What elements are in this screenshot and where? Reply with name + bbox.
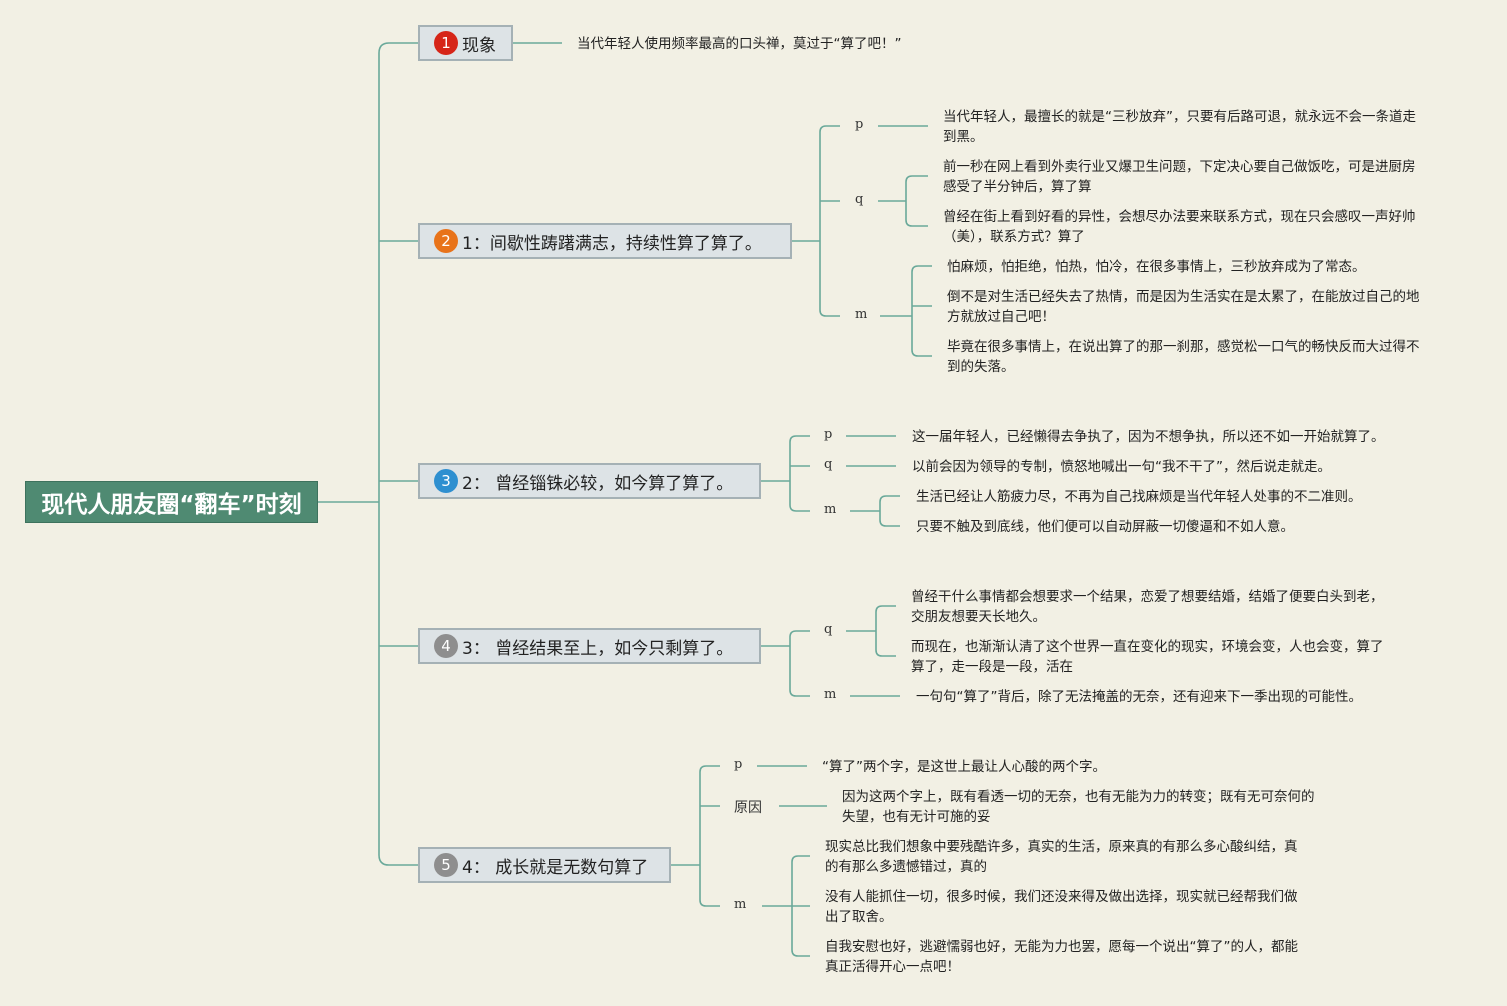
number-1-icon: 1	[434, 31, 458, 55]
label-m[interactable]: m	[855, 307, 868, 322]
leaf-text[interactable]: 毕竟在很多事情上，在说出算了的那一刹那，感觉松一口气的畅快反而大过得不到的失落。	[947, 339, 1420, 375]
topic-label: 现象	[462, 35, 496, 56]
label-m[interactable]: m	[824, 687, 837, 702]
leaf-text[interactable]: 没有人能抓住一切，很多时候，我们还没来得及做出选择，现实就已经帮我们做出了取舍。	[825, 889, 1298, 925]
leaf-text[interactable]: 曾经在街上看到好看的异性，会想尽办法要来联系方式，现在只会感叹一声好帅（美），联…	[943, 209, 1416, 245]
leaf-text[interactable]: 因为这两个字上，既有看透一切的无奈，也有无能为力的转变；既有无可奈何的失望，也有…	[842, 789, 1315, 825]
leaf-text[interactable]: 当代年轻人使用频率最高的口头禅，莫过于“算了吧！”	[577, 36, 902, 52]
topic-label: 4： 成长就是无数句算了	[462, 857, 649, 878]
leaf-text[interactable]: 前一秒在网上看到外卖行业又爆卫生问题，下定决心要自己做饭吃，可是进厨房感受了半分…	[943, 159, 1416, 195]
topic-label: 1：间歇性踌躇满志，持续性算了算了。	[462, 233, 762, 254]
number-5-icon: 5	[434, 853, 458, 877]
number-3-icon: 3	[434, 469, 458, 493]
leaf-text[interactable]: 自我安慰也好，逃避懦弱也好，无能为力也罢，愿每一个说出“算了”的人，都能真正活得…	[825, 939, 1298, 975]
leaf-text[interactable]: 而现在，也渐渐认清了这个世界一直在变化的现实，环境会变，人也会变，算了算了，走一…	[911, 639, 1384, 675]
topic-label: 2： 曾经锱铢必较，如今算了算了。	[462, 473, 734, 494]
label-q[interactable]: q	[855, 192, 864, 207]
topic-2[interactable]: 3 2： 曾经锱铢必较，如今算了算了。	[418, 463, 761, 499]
topic-label: 3： 曾经结果至上，如今只剩算了。	[462, 638, 734, 659]
number-4-icon: 4	[434, 634, 458, 658]
leaf-text[interactable]: 以前会因为领导的专制，愤怒地喊出一句“我不干了”，然后说走就走。	[912, 459, 1331, 475]
leaf-text[interactable]: 现实总比我们想象中要残酷许多，真实的生活，原来真的有那么多心酸纠结，真的有那么多…	[825, 839, 1298, 875]
topic-3[interactable]: 4 3： 曾经结果至上，如今只剩算了。	[418, 628, 761, 664]
label-m[interactable]: m	[734, 897, 747, 912]
label-q[interactable]: q	[824, 622, 833, 637]
leaf-text[interactable]: “算了”两个字，是这世上最让人心酸的两个字。	[822, 759, 1106, 775]
label-p[interactable]: p	[734, 757, 743, 772]
number-2-icon: 2	[434, 229, 458, 253]
label-q[interactable]: q	[824, 457, 833, 472]
label-m[interactable]: m	[824, 502, 837, 517]
leaf-text[interactable]: 生活已经让人筋疲力尽，不再为自己找麻烦是当代年轻人处事的不二准则。	[916, 489, 1362, 505]
topic-4[interactable]: 5 4： 成长就是无数句算了	[418, 847, 671, 883]
leaf-text[interactable]: 只要不触及到底线，他们便可以自动屏蔽一切傻逼和不如人意。	[916, 519, 1294, 535]
label-p[interactable]: p	[855, 117, 864, 132]
leaf-text[interactable]: 当代年轻人，最擅长的就是“三秒放弃”，只要有后路可退，就永远不会一条道走到黑。	[943, 109, 1416, 145]
leaf-text[interactable]: 一句句“算了”背后，除了无法掩盖的无奈，还有迎来下一季出现的可能性。	[916, 689, 1362, 705]
leaf-text[interactable]: 曾经干什么事情都会想要求一个结果，恋爱了想要结婚，结婚了便要白头到老，交朋友想要…	[911, 589, 1384, 625]
leaf-text[interactable]: 倒不是对生活已经失去了热情，而是因为生活实在是太累了，在能放过自己的地方就放过自…	[947, 289, 1420, 325]
label-reason[interactable]: 原因	[734, 800, 762, 816]
leaf-text[interactable]: 怕麻烦，怕拒绝，怕热，怕冷，在很多事情上，三秒放弃成为了常态。	[947, 259, 1366, 275]
topic-phenomenon[interactable]: 1 现象	[418, 25, 513, 61]
leaf-text[interactable]: 这一届年轻人，已经懒得去争执了，因为不想争执，所以还不如一开始就算了。	[912, 429, 1385, 445]
topic-1[interactable]: 2 1：间歇性踌躇满志，持续性算了算了。	[418, 223, 792, 259]
root-node[interactable]: 现代人朋友圈“翻车”时刻	[25, 481, 318, 523]
label-p[interactable]: p	[824, 427, 833, 442]
